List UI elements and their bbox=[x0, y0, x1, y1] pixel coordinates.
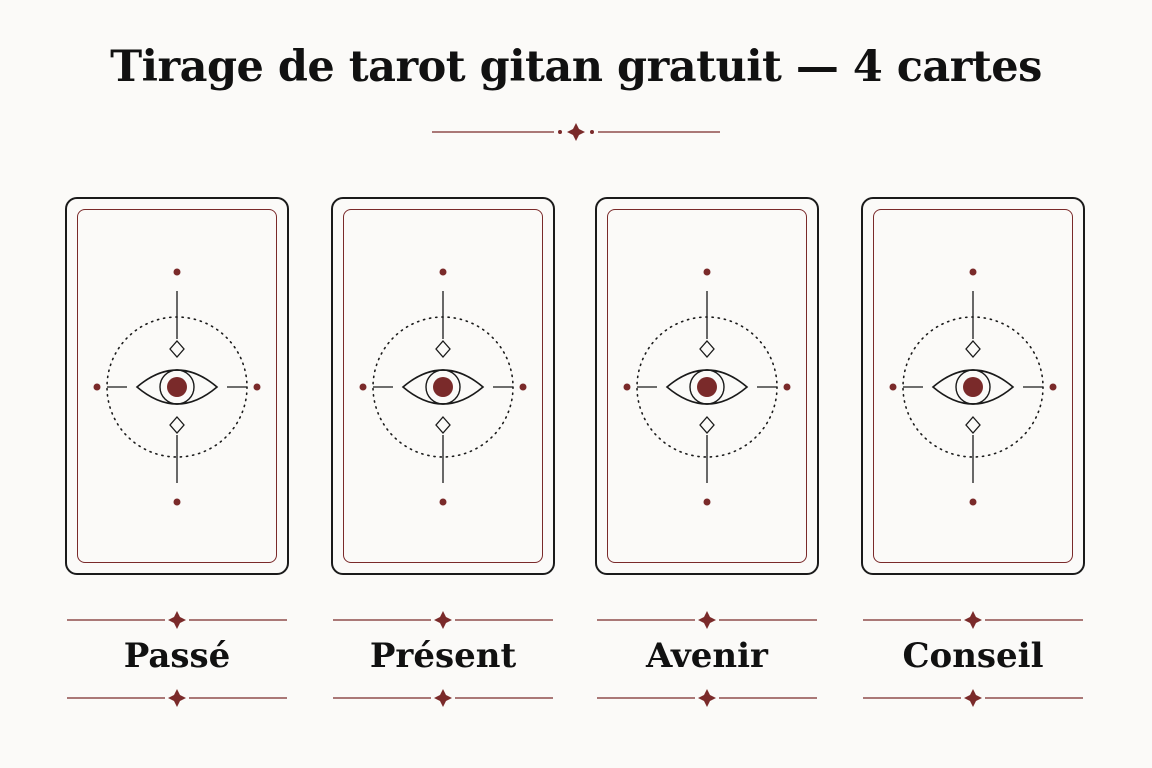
title-divider-ornament bbox=[432, 123, 720, 141]
card-inner-frame bbox=[343, 209, 543, 563]
label-divider-ornament bbox=[67, 611, 287, 629]
card-label: Avenir bbox=[646, 636, 768, 676]
label-divider-ornament bbox=[597, 689, 817, 707]
label-divider-ornament bbox=[863, 611, 1083, 629]
label-divider-ornament bbox=[67, 689, 287, 707]
card-inner-frame bbox=[77, 209, 277, 563]
page-title: Tirage de tarot gitan gratuit — 4 cartes bbox=[110, 42, 1042, 92]
card-inner-frame bbox=[873, 209, 1073, 563]
card-label-group-passe: Passé bbox=[65, 606, 289, 712]
tarot-card-conseil[interactable] bbox=[861, 197, 1085, 575]
card-label-group-avenir: Avenir bbox=[595, 606, 819, 712]
eye-icon bbox=[889, 268, 1057, 506]
card-label: Conseil bbox=[902, 636, 1044, 676]
label-divider-ornament bbox=[333, 689, 553, 707]
card-label-group-conseil: Conseil bbox=[861, 606, 1085, 712]
card-label: Présent bbox=[369, 636, 517, 676]
eye-icon bbox=[93, 268, 261, 506]
card-inner-frame bbox=[607, 209, 807, 563]
tarot-card-present[interactable] bbox=[331, 197, 555, 575]
card-label: Passé bbox=[123, 636, 231, 676]
tarot-card-passe[interactable] bbox=[65, 197, 289, 575]
label-divider-ornament bbox=[863, 689, 1083, 707]
label-divider-ornament bbox=[333, 611, 553, 629]
card-label-group-present: Présent bbox=[331, 606, 555, 712]
eye-icon bbox=[623, 268, 791, 506]
label-divider-ornament bbox=[597, 611, 817, 629]
eye-icon bbox=[359, 268, 527, 506]
tarot-card-avenir[interactable] bbox=[595, 197, 819, 575]
